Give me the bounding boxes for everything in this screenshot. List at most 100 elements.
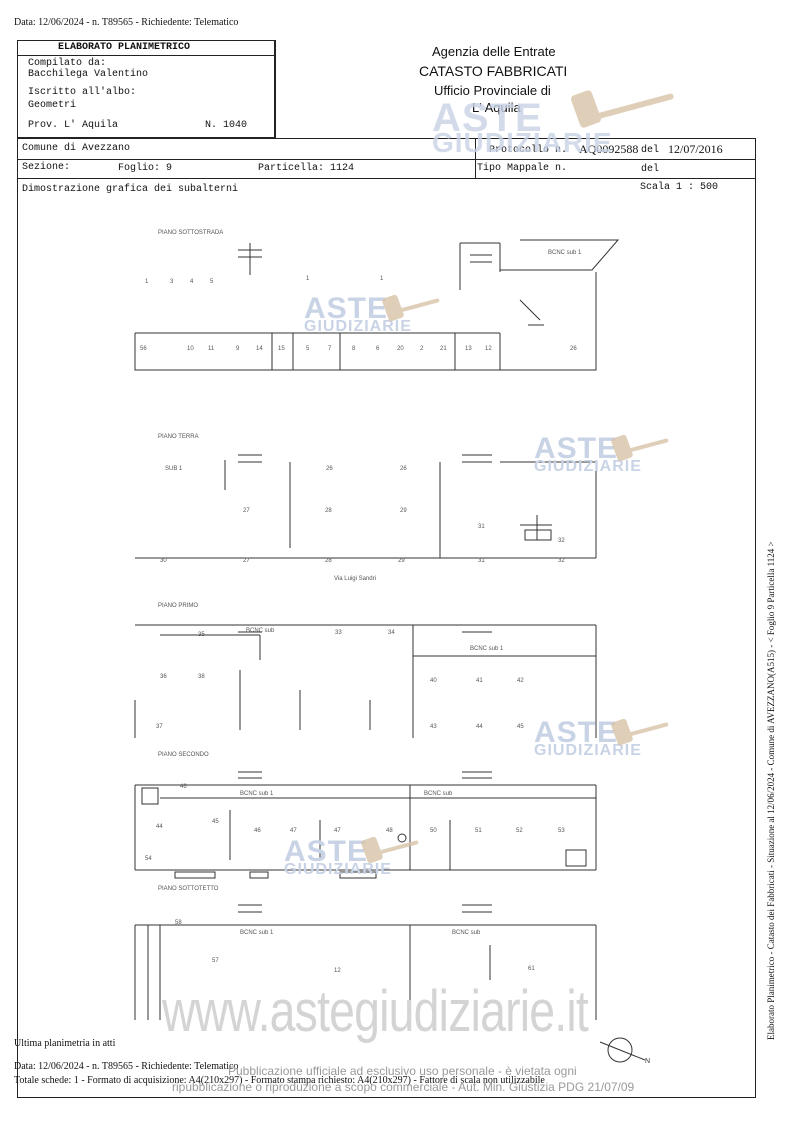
scale-label: Scala 1 : 500 [640, 182, 719, 193]
main-frame [17, 138, 756, 1098]
tipo-mappale-del: del [641, 164, 660, 175]
svg-text:26: 26 [570, 346, 577, 352]
info-col-divider [475, 138, 476, 179]
svg-text:3: 3 [170, 279, 174, 285]
svg-text:43: 43 [430, 724, 437, 730]
foglio-label: Foglio: 9 [118, 163, 173, 174]
compilato-label: Compilato da: [28, 58, 107, 69]
notice-line-2: ripubblicazione o riproduzione a scopo c… [172, 1080, 635, 1094]
info-divider-1 [17, 159, 755, 160]
svg-text:26: 26 [326, 466, 333, 472]
svg-text:1: 1 [380, 276, 384, 282]
svg-text:50: 50 [430, 828, 437, 834]
floor-label-1: PIANO SOTTOSTRADA [158, 230, 224, 236]
tipo-mappale-label: Tipo Mappale n. [477, 163, 568, 174]
info-divider-2 [17, 178, 755, 179]
svg-text:5: 5 [210, 279, 214, 285]
svg-text:28: 28 [325, 558, 332, 564]
svg-text:47: 47 [290, 828, 297, 834]
svg-text:SUB 1: SUB 1 [165, 466, 183, 472]
svg-text:40: 40 [430, 678, 437, 684]
catasto-title: CATASTO FABBRICATI [419, 63, 568, 79]
footer-totale-line: Totale schede: 1 - Formato di acquisizio… [14, 1075, 545, 1086]
svg-text:48: 48 [386, 828, 393, 834]
iscritto-value: Geometri [28, 100, 77, 111]
svg-text:58: 58 [175, 920, 182, 926]
svg-text:BCNC sub 1: BCNC sub 1 [240, 791, 274, 797]
svg-text:46: 46 [254, 828, 261, 834]
street-label: Via Luigi Sandri [334, 576, 376, 582]
floor-label-2: PIANO TERRA [158, 434, 199, 440]
protocollo-label: Protocollo n. [489, 145, 568, 156]
site-watermark: www.astegiudiziarie.it [162, 979, 589, 1044]
svg-text:21: 21 [440, 346, 447, 352]
floor-label-4: PIANO SECONDO [158, 752, 209, 758]
svg-text:38: 38 [198, 674, 205, 680]
svg-text:12: 12 [485, 346, 492, 352]
svg-text:11: 11 [208, 346, 215, 352]
protocollo-value: AQ0092588 [579, 142, 639, 156]
north-label: N [645, 1058, 650, 1065]
svg-text:BCNC sub: BCNC sub [424, 791, 453, 797]
svg-text:29: 29 [400, 508, 407, 514]
svg-text:34: 34 [388, 630, 395, 636]
protocollo-del-label: del [641, 145, 660, 156]
svg-text:10: 10 [187, 346, 194, 352]
svg-text:1: 1 [145, 279, 149, 285]
svg-text:61: 61 [528, 966, 535, 972]
agency-name: Agenzia delle Entrate [432, 44, 556, 59]
document-title: ELABORATO PLANIMETRICO [58, 42, 191, 53]
svg-text:12: 12 [334, 968, 341, 974]
svg-text:30: 30 [160, 558, 167, 564]
title-box [17, 40, 276, 138]
request-header: Data: 12/06/2024 - n. T89565 - Richieden… [14, 17, 239, 28]
svg-text:32: 32 [558, 538, 565, 544]
svg-text:56: 56 [140, 346, 147, 352]
svg-text:26: 26 [400, 466, 407, 472]
svg-text:52: 52 [516, 828, 523, 834]
svg-text:54: 54 [145, 856, 152, 862]
ufficio-city: L' Aquila [472, 100, 521, 115]
svg-text:29: 29 [398, 558, 405, 564]
compilato-value: Bacchilega Valentino [28, 69, 149, 80]
prov-label: Prov. L' Aquila [28, 120, 119, 131]
svg-text:31: 31 [478, 524, 485, 530]
svg-text:45: 45 [517, 724, 524, 730]
svg-text:4: 4 [190, 279, 194, 285]
title-right-edge [274, 40, 275, 138]
svg-text:6: 6 [376, 346, 380, 352]
drawing-caption: Dimostrazione grafica dei subalterni [22, 184, 239, 195]
footer-data-line: Data: 12/06/2024 - n. T89565 - Richieden… [14, 1061, 239, 1072]
floor-label-5: PIANO SOTTOTETTO [158, 886, 219, 892]
svg-text:BCNC sub: BCNC sub [246, 628, 275, 634]
svg-text:53: 53 [558, 828, 565, 834]
svg-text:2: 2 [420, 346, 424, 352]
svg-text:31: 31 [478, 558, 485, 564]
svg-text:41: 41 [476, 678, 483, 684]
svg-text:44: 44 [476, 724, 483, 730]
particella-label: Particella: 1124 [258, 163, 355, 174]
svg-text:44: 44 [156, 824, 163, 830]
svg-text:33: 33 [335, 630, 342, 636]
svg-text:36: 36 [160, 674, 167, 680]
svg-text:8: 8 [352, 346, 356, 352]
protocollo-date: 12/07/2016 [668, 142, 723, 156]
svg-text:BCNC sub 1: BCNC sub 1 [470, 646, 504, 652]
svg-text:47: 47 [334, 828, 341, 834]
svg-text:15: 15 [278, 346, 285, 352]
svg-text:35: 35 [198, 632, 205, 638]
svg-text:27: 27 [243, 558, 250, 564]
svg-text:28: 28 [325, 508, 332, 514]
svg-text:BCNC sub 1: BCNC sub 1 [548, 250, 582, 256]
svg-text:32: 32 [558, 558, 565, 564]
ufficio-label: Ufficio Provinciale di [434, 83, 551, 98]
svg-text:45: 45 [212, 819, 219, 825]
svg-text:BCNC sub 1: BCNC sub 1 [240, 930, 274, 936]
svg-text:57: 57 [212, 958, 219, 964]
svg-text:46: 46 [180, 784, 187, 790]
floor-label-3: PIANO PRIMO [158, 603, 199, 609]
